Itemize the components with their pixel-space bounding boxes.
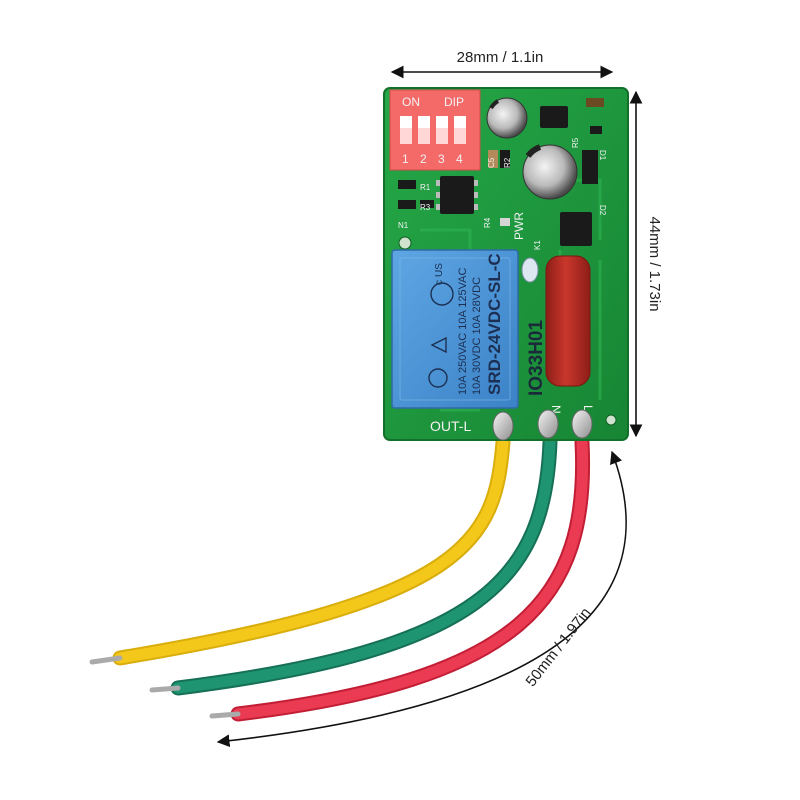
wire-length-arrow [216,450,627,748]
ic-chip [440,176,474,214]
label-r3: R3 [420,203,431,212]
smd-resistor [500,150,510,168]
width-dimension: 28mm / 1.1in [390,49,614,79]
mounting-hole [605,414,617,426]
dip-toggles [400,116,466,144]
label-n1: N1 [398,221,409,230]
height-label: 44mm / 1.73in [646,216,663,311]
wires [89,434,591,722]
dip-number-3: 3 [438,152,445,166]
dip-slider-3 [436,116,448,128]
dip-switch: ON DIP 1 2 3 4 [389,89,481,171]
width-label: 28mm / 1.1in [457,49,544,66]
dip-number-1: 1 [402,152,409,166]
label-c5: C5 [487,157,496,168]
cqc-mark [428,368,448,388]
smd-resistor [398,180,416,189]
stripped-end-red [209,711,241,719]
relay-us-mark: US [434,263,445,277]
smd-resistor [590,126,602,134]
dip-number-2: 2 [420,152,427,166]
label-d1: D1 [598,150,607,161]
relay-rating-ac: 10A 250VAC 10A 125VAC [457,268,469,395]
dip-slider-1 [400,116,412,128]
wire-length-dimension: 50mm / 1.97in [216,450,627,748]
wire-yellow [89,434,511,666]
smd-resistor [586,98,604,107]
terminal-n-label: N [549,405,563,414]
smd-resistor [420,200,434,208]
stripped-end-yellow [89,655,123,665]
dip-slider-4 [454,116,466,128]
silkscreen-labels: R1 R2 R3 R4 R5 C5 D1 D2 N1 K1 PWR [398,137,607,250]
relay-c-mark: c [434,280,445,285]
relay: SRD-24VDC-SL-C 10A 30VDC 10A 28VDC 10A 2… [391,249,519,409]
mounting-hole [398,236,412,250]
height-dimension: 44mm / 1.73in [629,90,663,438]
label-r4: R4 [483,217,492,228]
pwr-label: PWR [512,212,526,240]
warning-triangle-icon [430,336,447,354]
relay-printing: SRD-24VDC-SL-C 10A 30VDC 10A 28VDC 10A 2… [434,253,504,395]
solder-pad-n [537,409,559,439]
label-k1: K1 [533,240,542,250]
dip-slider-2 [418,116,430,128]
dip-number-4: 4 [456,152,463,166]
wire-red [209,434,591,722]
stripped-end-green [149,685,181,693]
label-r5: R5 [571,137,580,148]
indicator-led [521,257,539,283]
relay-rating-dc: 10A 30VDC 10A 28VDC [471,277,483,395]
label-r1: R1 [420,183,431,192]
smd-capacitor [488,150,498,168]
dip-on-label: ON [402,95,420,109]
board-model: IO33H01 [526,320,547,396]
ul-mark [430,282,454,306]
led [500,218,510,226]
terminal-l-label: L [581,405,595,412]
diode [582,150,598,184]
dip-dip-label: DIP [444,95,464,109]
small-electrolytic-capacitor [486,97,528,139]
large-electrolytic-capacitor [522,144,578,200]
solder-pads [492,409,593,441]
smd-components [398,98,604,246]
out-l-label: OUT-L [430,418,471,434]
film-capacitor [545,255,591,387]
wire-green [149,434,558,696]
solder-pad-out-l [492,411,514,441]
label-d2: D2 [598,205,607,216]
regulator-chip [540,106,568,128]
relay-model: SRD-24VDC-SL-C [485,253,504,395]
smd-resistor [398,200,416,209]
solder-pad-l [571,409,593,439]
bridge-rectifier [560,212,592,246]
label-r2: R2 [503,157,512,168]
